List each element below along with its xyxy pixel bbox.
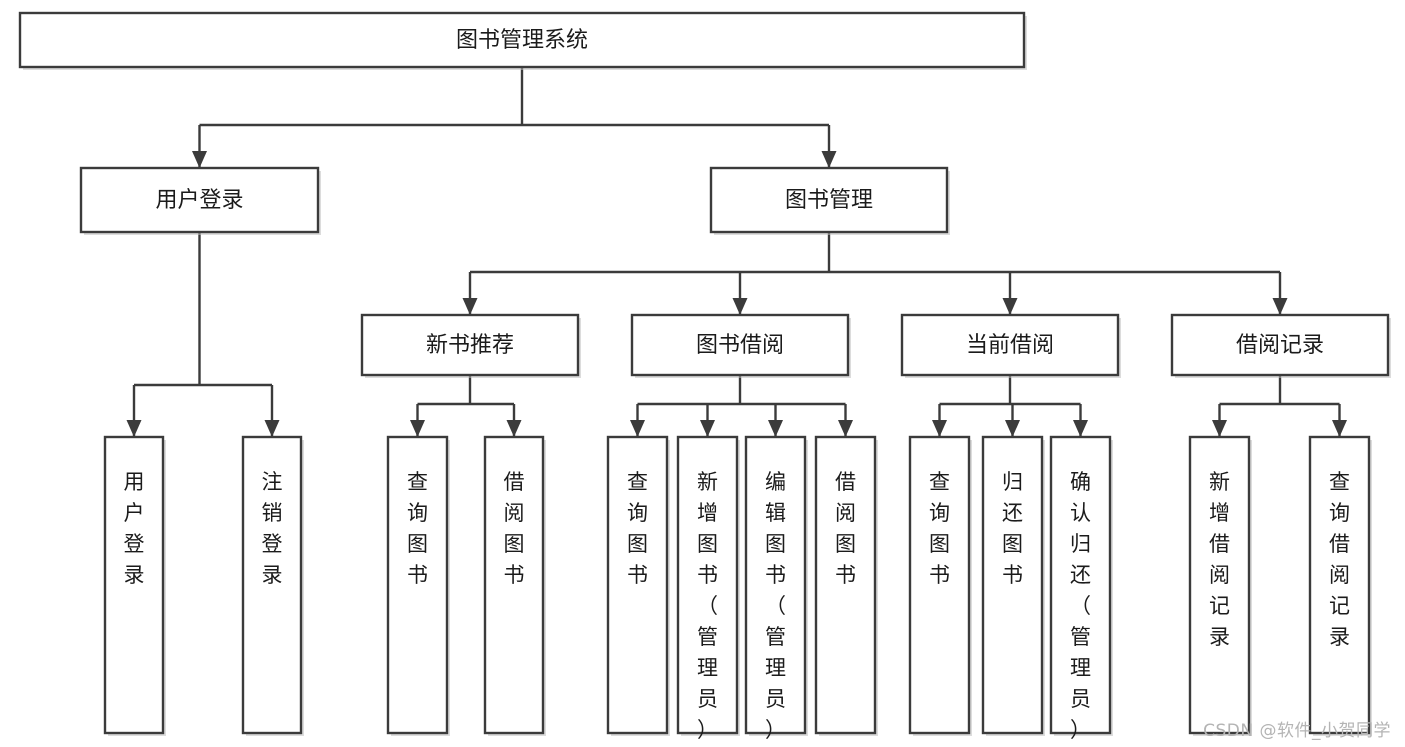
- arrow-head: [630, 420, 645, 437]
- node-leaf-查询图书-8: 查询图书: [908, 435, 972, 736]
- node-label: 查询图书: [407, 470, 428, 587]
- node-leaf-归还图书-9: 归还图书: [981, 435, 1045, 736]
- node-label: 图书管理系统: [456, 28, 588, 53]
- node-box: [386, 435, 449, 735]
- node-label: 归还图书: [1002, 470, 1023, 587]
- node-l2-图书管理-1: 图书管理: [709, 166, 950, 235]
- arrow-head: [700, 420, 715, 437]
- node-box: [606, 435, 669, 735]
- node-label: 借阅图书: [504, 470, 525, 587]
- node-label: 查询借阅记录: [1329, 470, 1350, 649]
- arrow-head: [768, 420, 783, 437]
- node-label: 当前借阅: [966, 333, 1054, 358]
- node-leaf-查询借阅记录-12: 查询借阅记录: [1308, 435, 1372, 736]
- arrow-head: [192, 151, 207, 168]
- arrow-head: [1002, 298, 1018, 315]
- node-box: [483, 435, 545, 735]
- arrow-head: [732, 298, 748, 315]
- node-box: [79, 166, 320, 234]
- arrow-head: [1005, 420, 1020, 437]
- node-label: 新增借阅记录: [1209, 470, 1230, 649]
- arrow-head: [932, 420, 947, 437]
- arrow-head: [264, 420, 280, 437]
- node-leaf-用户登录-0: 用户登录: [103, 435, 166, 736]
- node-label: 编辑图书（管理员）: [765, 470, 786, 742]
- node-label: 查询图书: [929, 470, 950, 587]
- node-leaf-查询图书-2: 查询图书: [386, 435, 450, 736]
- node-leaf-编辑图书管理员-6: 编辑图书（管理员）: [744, 435, 808, 742]
- node-l3-新书推荐-0: 新书推荐: [360, 313, 581, 378]
- node-l3-借阅记录-3: 借阅记录: [1170, 313, 1391, 378]
- node-label: 新书推荐: [426, 333, 514, 358]
- arrow-head: [462, 298, 478, 315]
- node-label: 借阅图书: [835, 470, 856, 587]
- node-box: [981, 435, 1044, 735]
- node-box: [630, 313, 850, 377]
- node-label: 新增图书（管理员）: [697, 470, 718, 742]
- node-box: [1049, 435, 1112, 735]
- node-box: [18, 11, 1026, 69]
- node-label: 用户登录: [124, 470, 145, 587]
- node-leaf-确认归还管理员-10: 确认归还（管理员）: [1049, 435, 1113, 742]
- node-label: 图书管理: [785, 188, 873, 213]
- arrow-head: [410, 420, 425, 437]
- node-leaf-新增图书管理员-5: 新增图书（管理员）: [676, 435, 740, 742]
- arrow-head: [1212, 420, 1227, 437]
- node-leaf-查询图书-4: 查询图书: [606, 435, 670, 736]
- node-box: [908, 435, 971, 735]
- node-box: [103, 435, 165, 735]
- node-l3-图书借阅-1: 图书借阅: [630, 313, 851, 378]
- node-box: [814, 435, 877, 735]
- arrow-head: [126, 420, 142, 437]
- node-box: [709, 166, 949, 234]
- node-label: 图书借阅: [696, 333, 784, 358]
- node-root-图书管理系统-0: 图书管理系统: [18, 11, 1027, 70]
- arrow-head: [506, 420, 522, 437]
- arrow-head: [1332, 420, 1347, 437]
- node-box: [1170, 313, 1390, 377]
- node-leaf-注销登录-1: 注销登录: [241, 435, 304, 736]
- node-box: [744, 435, 807, 735]
- node-box: [241, 435, 303, 735]
- node-label: 用户登录: [155, 188, 243, 213]
- node-box: [1308, 435, 1371, 735]
- arrow-head: [821, 151, 837, 168]
- arrow-head: [1272, 298, 1288, 315]
- arrow-head: [1073, 420, 1088, 437]
- node-box: [1188, 435, 1251, 735]
- node-label: 注销登录: [262, 470, 283, 587]
- node-l2-用户登录-0: 用户登录: [79, 166, 321, 235]
- connector-layer: [126, 67, 1347, 437]
- node-box: [900, 313, 1120, 377]
- node-label: 查询图书: [627, 470, 648, 587]
- node-leaf-借阅图书-3: 借阅图书: [483, 435, 546, 736]
- node-l3-当前借阅-2: 当前借阅: [900, 313, 1121, 378]
- node-layer: 图书管理系统用户登录图书管理新书推荐图书借阅当前借阅借阅记录用户登录注销登录查询…: [18, 11, 1391, 742]
- node-leaf-新增借阅记录-11: 新增借阅记录: [1188, 435, 1252, 736]
- node-label: 借阅记录: [1236, 333, 1324, 358]
- node-box: [360, 313, 580, 377]
- node-box: [676, 435, 739, 735]
- node-label: 确认归还（管理员）: [1070, 470, 1091, 742]
- arrow-head: [838, 420, 853, 437]
- node-leaf-借阅图书-7: 借阅图书: [814, 435, 878, 736]
